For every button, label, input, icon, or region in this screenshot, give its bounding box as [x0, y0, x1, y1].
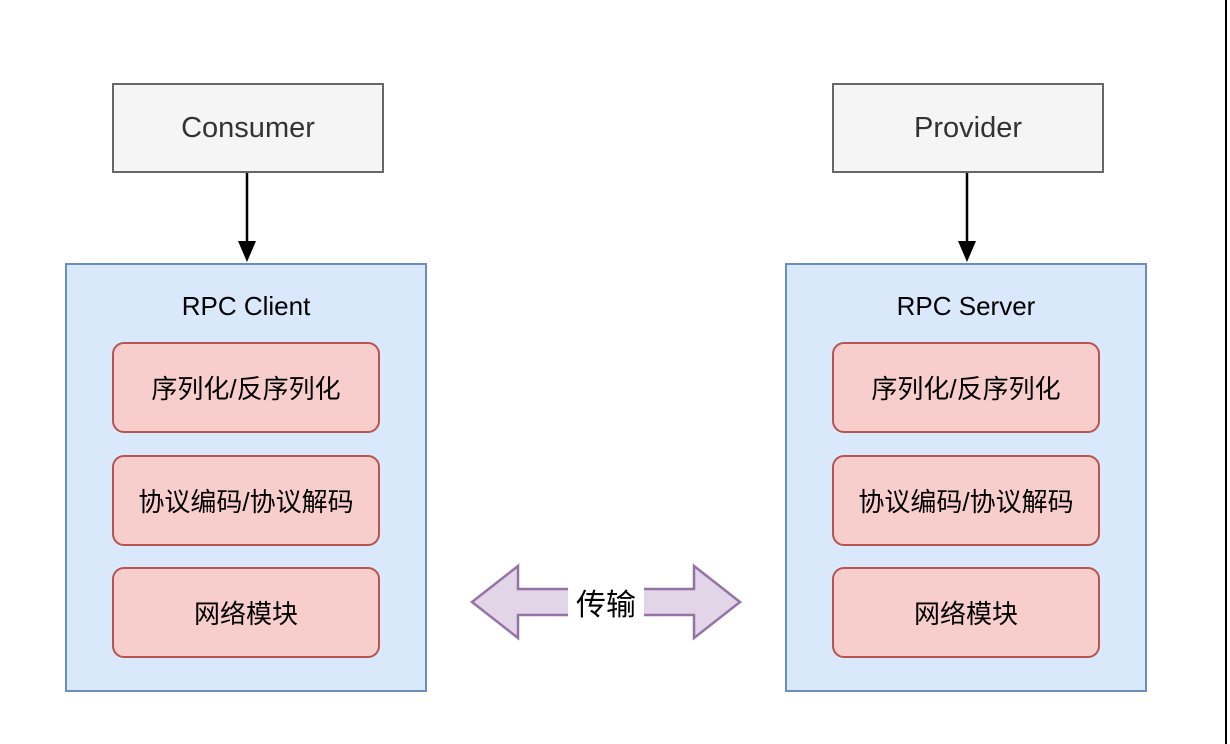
client-serialization-module: 序列化/反序列化 [112, 342, 380, 433]
consumer-node: Consumer [112, 83, 384, 173]
client-serialization-label: 序列化/反序列化 [151, 374, 341, 404]
server-protocol-module: 协议编码/协议解码 [832, 455, 1100, 546]
server-serialization-label: 序列化/反序列化 [871, 374, 1061, 404]
transport-label: 传输 [568, 583, 644, 622]
provider-to-server-arrow [958, 173, 976, 262]
client-protocol-label: 协议编码/协议解码 [138, 487, 354, 517]
provider-label: Provider [914, 111, 1022, 144]
client-network-module: 网络模块 [112, 567, 380, 658]
rpc-server-title: RPC Server [896, 291, 1036, 321]
server-network-label: 网络模块 [913, 599, 1018, 629]
consumer-label: Consumer [181, 111, 315, 144]
consumer-to-client-arrow [238, 173, 256, 262]
server-protocol-label: 协议编码/协议解码 [858, 487, 1074, 517]
provider-node: Provider [832, 83, 1104, 173]
server-serialization-module: 序列化/反序列化 [832, 342, 1100, 433]
rpc-client-title: RPC Client [181, 291, 311, 321]
client-protocol-module: 协议编码/协议解码 [112, 455, 380, 546]
server-network-module: 网络模块 [832, 567, 1100, 658]
rpc-client-panel: RPC Client 序列化/反序列化 协议编码/协议解码 网络模块 [65, 263, 427, 692]
rpc-server-panel: RPC Server 序列化/反序列化 协议编码/协议解码 网络模块 [785, 263, 1147, 692]
page-edge-line [1225, 0, 1227, 744]
client-network-label: 网络模块 [193, 599, 298, 629]
